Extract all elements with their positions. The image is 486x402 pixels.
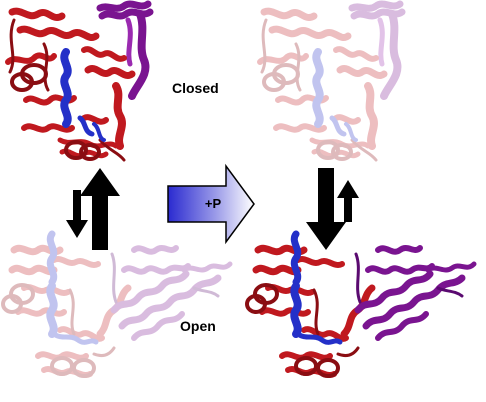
large-down-arrow [306,168,346,250]
closed-state-label: Closed [172,80,219,96]
panel-closed-unphosphorylated [8,4,150,160]
panel-open-unphosphorylated [3,234,230,376]
small-down-arrow [66,190,88,238]
phosphorylation-arrow [167,163,255,245]
large-up-arrow [80,168,120,250]
panel-open-phosphorylated [247,234,474,376]
phosphorylation-label: +P [204,196,222,211]
equilibrium-arrows-right [306,168,359,250]
open-state-label: Open [180,318,216,334]
small-up-arrow [337,180,359,222]
panel-closed-phosphorylated [260,4,402,160]
equilibrium-arrows-left [66,168,120,250]
